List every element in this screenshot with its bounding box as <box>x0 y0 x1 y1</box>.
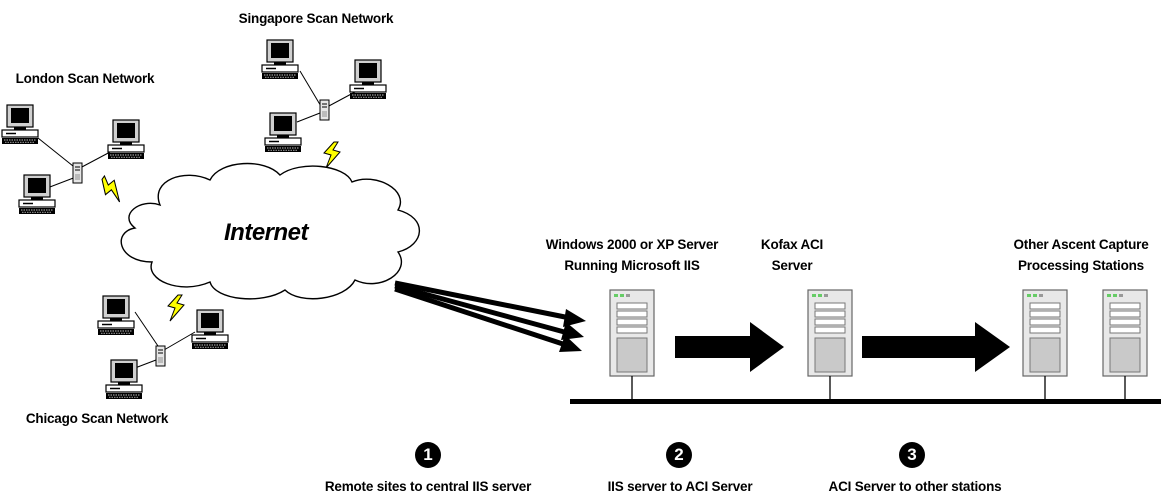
iis-to-aci-arrow <box>675 322 784 372</box>
network-backbone <box>570 399 1161 404</box>
workstation-icon <box>264 112 302 153</box>
workstation-icon <box>107 119 145 160</box>
step-2-badge: 2 <box>666 442 692 468</box>
singapore-network-label: Singapore Scan Network <box>238 11 394 26</box>
step-1-caption: Remote sites to central IIS server <box>324 479 532 494</box>
chicago-network-label: Chicago Scan Network <box>25 411 169 426</box>
singapore-scan-network <box>261 39 387 169</box>
iis-server-label-line1: Windows 2000 or XP Server <box>545 237 719 252</box>
aci-server-icon <box>807 289 853 377</box>
aci-server-label-line2: Server <box>771 258 813 273</box>
lightning-bolt-icon <box>323 141 341 169</box>
step-3-caption: ACI Server to other stations <box>828 479 1002 494</box>
iis-server-label-line2: Running Microsoft IIS <box>564 258 700 273</box>
london-network-label: London Scan Network <box>15 71 155 86</box>
step-2-caption: IIS server to ACI Server <box>607 479 753 494</box>
workstation-icon <box>1 104 39 145</box>
processing-station-icon <box>1102 289 1148 377</box>
processing-station-icon <box>1022 289 1068 377</box>
workstation-icon <box>18 174 56 215</box>
chicago-scan-network <box>97 294 229 400</box>
internet-label: Internet <box>224 219 309 246</box>
aci-to-stations-arrow <box>862 322 1010 372</box>
stations-label-line1: Other Ascent Capture <box>1013 237 1149 252</box>
workstation-icon <box>191 309 229 350</box>
hub-icon <box>72 162 83 184</box>
backbone-drops <box>631 376 1126 401</box>
iis-server-icon <box>609 289 655 377</box>
lightning-bolt-icon <box>95 173 129 205</box>
london-scan-network <box>1 104 145 215</box>
step-1-badge: 1 <box>415 442 441 468</box>
hub-icon <box>319 99 330 121</box>
step-3-badge: 3 <box>899 442 925 468</box>
aci-server-label-line1: Kofax ACI <box>760 237 824 252</box>
workstation-icon <box>349 59 387 100</box>
stations-label-line2: Processing Stations <box>1018 258 1144 273</box>
internet-cloud-icon <box>120 162 421 300</box>
remote-to-iis-arrows <box>394 280 586 352</box>
workstation-icon <box>261 39 299 80</box>
lightning-bolt-icon <box>167 294 185 322</box>
workstation-icon <box>105 359 143 400</box>
hub-icon <box>155 345 166 367</box>
workstation-icon <box>97 295 135 336</box>
